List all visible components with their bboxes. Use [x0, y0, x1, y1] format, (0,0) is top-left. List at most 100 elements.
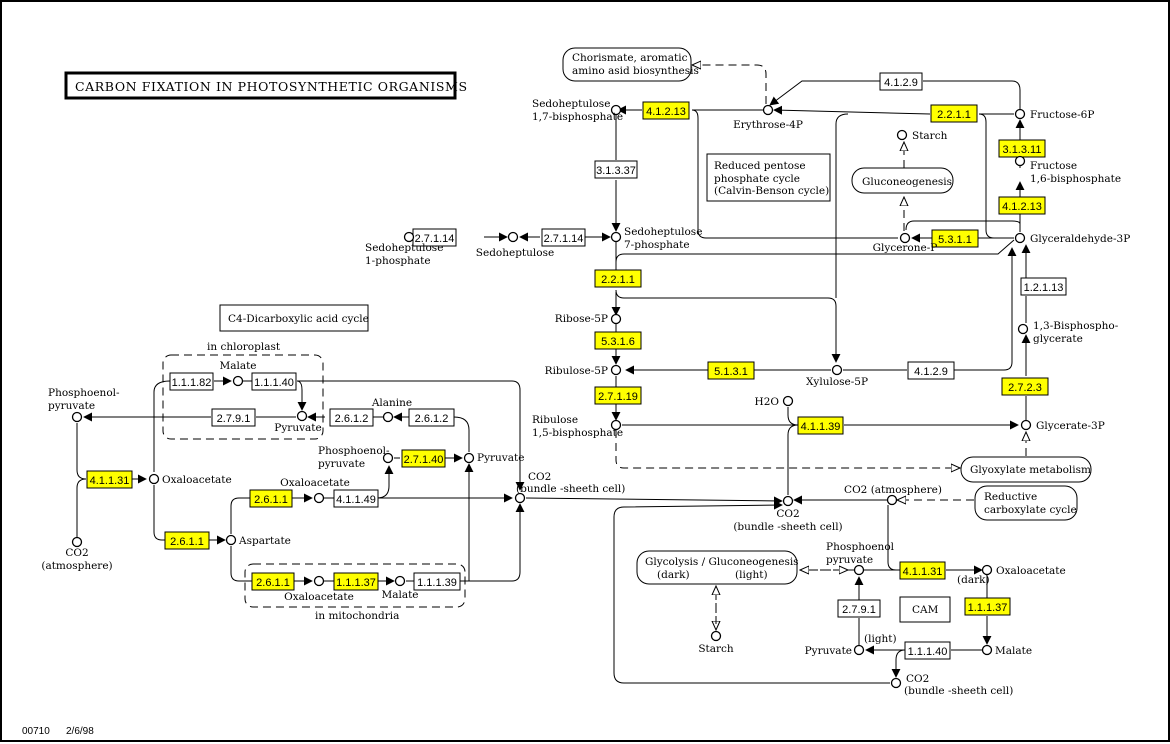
- enzyme-box: [707, 361, 755, 380]
- enzyme-2-7-1-14[interactable]: 2.7.1.14: [412, 228, 457, 247]
- compound-pyr3[interactable]: Pyruvate: [805, 644, 865, 657]
- enzyme-5-3-1-6[interactable]: 5.3.1.6: [594, 331, 642, 350]
- enzyme-2-2-1-1[interactable]: 2.2.1.1: [594, 269, 642, 288]
- enzyme-2-7-1-40[interactable]: 2.7.1.40: [401, 449, 446, 468]
- enzyme-1-1-1-40[interactable]: 1.1.1.40: [251, 372, 297, 391]
- enzyme-2-7-2-3[interactable]: 2.7.2.3: [1001, 377, 1049, 396]
- enzyme-box: [931, 229, 979, 248]
- map-link-chorismate[interactable]: Chorismate, aromatic amino asid biosynth…: [562, 47, 699, 82]
- enzyme-5-1-3-1[interactable]: 5.1.3.1: [707, 361, 755, 380]
- enzyme-4-1-2-9[interactable]: 4.1.2.9: [907, 361, 955, 380]
- compound-pep1[interactable]: Phosphoenol-pyruvate: [48, 387, 120, 423]
- enzyme-box: [86, 470, 133, 489]
- enzyme-2-7-1-19[interactable]: 2.7.1.19: [594, 386, 642, 405]
- map-link-gluconeogenesis[interactable]: Gluconeogenesis: [851, 167, 954, 194]
- compound-dhap[interactable]: Glycerone-P: [873, 232, 938, 255]
- map-link-glyoxylate[interactable]: Glyoxylate metabolism: [960, 456, 1092, 483]
- enzyme-2-7-9-1[interactable]: 2.7.9.1: [211, 408, 256, 427]
- compound-node: [610, 313, 622, 325]
- compound-r5p[interactable]: Ribose-5P: [555, 313, 622, 325]
- compound-pga[interactable]: Glycerate-3P: [1020, 419, 1105, 432]
- compound-label: CO2: [906, 673, 929, 685]
- compound-pep2[interactable]: Phosphoenol-pyruvate: [318, 445, 394, 470]
- compound-node: [382, 411, 394, 423]
- enzyme-2-6-1-1[interactable]: 2.6.1.1: [164, 531, 210, 550]
- enzyme-box: [1020, 277, 1067, 296]
- enzyme-4-1-1-49[interactable]: 4.1.1.49: [333, 489, 379, 508]
- enzyme-label: 2.6.1.2: [415, 413, 449, 425]
- compound-mal1[interactable]: Malate: [219, 360, 257, 387]
- compound-bpg[interactable]: 1,3-Bisphospho-glycerate: [1017, 320, 1119, 345]
- enzyme-4-1-1-31[interactable]: 4.1.1.31: [899, 561, 946, 580]
- map-link-reductive-carboxylate[interactable]: Reductive carboxylate cycle: [974, 485, 1078, 521]
- enzyme-2-2-1-1[interactable]: 2.2.1.1: [930, 104, 978, 123]
- compound-pyr1[interactable]: Pyruvate: [274, 410, 322, 435]
- compound-co2bs1[interactable]: CO2(bundle -sheeth cell): [514, 471, 626, 504]
- enzyme-3-1-3-37[interactable]: 3.1.3.37: [594, 160, 638, 179]
- compound-ala[interactable]: Alanine: [371, 397, 412, 423]
- calvin-label-line3: (Calvin-Benson cycle): [714, 185, 829, 197]
- compound-label: Erythrose-4P: [733, 119, 803, 131]
- compound-co2bs3[interactable]: CO2(bundle -sheeth cell): [890, 673, 1014, 697]
- enzyme-label: 1.1.1.82: [172, 377, 212, 389]
- compound-pyr2[interactable]: Pyruvate: [463, 452, 525, 464]
- enzyme-label: 2.7.9.1: [842, 604, 876, 616]
- enzyme-2-7-9-1[interactable]: 2.7.9.1: [837, 599, 881, 618]
- enzyme-1-1-1-82[interactable]: 1.1.1.82: [169, 372, 214, 391]
- enzyme-4-1-1-31[interactable]: 4.1.1.31: [86, 470, 133, 489]
- compound-asp[interactable]: Aspartate: [225, 534, 291, 547]
- compound-h2o[interactable]: H2O: [755, 395, 794, 408]
- enzyme-1-1-1-37[interactable]: 1.1.1.37: [333, 572, 379, 591]
- compound-xu5p[interactable]: Xylulose-5P: [806, 364, 868, 389]
- enzyme-2-6-1-2[interactable]: 2.6.1.2: [408, 408, 455, 427]
- enzyme-2-6-1-2[interactable]: 2.6.1.2: [329, 408, 374, 427]
- compound-f6p[interactable]: Fructose-6P: [1014, 108, 1095, 121]
- enzyme-4-1-2-13[interactable]: 4.1.2.13: [998, 196, 1046, 215]
- compound-co2atm2[interactable]: CO2 (atmosphere): [844, 484, 942, 506]
- enzyme-label: 4.1.2.13: [1002, 201, 1042, 213]
- enzyme-2-6-1-1[interactable]: 2.6.1.1: [251, 572, 295, 591]
- compound-label: Xylulose-5P: [806, 376, 868, 388]
- enzyme-label: 2.7.2.3: [1008, 382, 1042, 394]
- map-link-glycolysis[interactable]: Glycolysis / Gluconeogenesis (dark) (lig…: [636, 550, 799, 585]
- enzyme-1-1-1-40[interactable]: 1.1.1.40: [904, 641, 951, 660]
- compound-oaa4[interactable]: Oxaloacetate: [981, 564, 1066, 577]
- enzyme-4-1-2-13[interactable]: 4.1.2.13: [642, 101, 690, 120]
- compound-starch2[interactable]: Starch: [698, 630, 734, 656]
- compound-co2atm1[interactable]: CO2(atmosphere): [41, 536, 113, 573]
- compound-g3p[interactable]: Glyceraldehyde-3P: [1014, 232, 1131, 245]
- enzyme-5-3-1-1[interactable]: 5.3.1.1: [931, 229, 979, 248]
- compound-sedo[interactable]: Sedoheptulose: [476, 231, 554, 260]
- compound-label: H2O: [755, 396, 780, 408]
- compound-co2bs2[interactable]: CO2(bundle -sheeth cell): [733, 495, 843, 534]
- enzyme-1-1-1-39[interactable]: 1.1.1.39: [413, 572, 461, 591]
- enzyme-1-2-1-13[interactable]: 1.2.1.13: [1020, 277, 1067, 296]
- compound-oaa1[interactable]: Oxaloacetate: [148, 473, 232, 486]
- compound-node: [896, 129, 908, 141]
- compound-oaa3[interactable]: Oxaloacetate: [284, 575, 354, 604]
- compound-label: CO2: [776, 508, 799, 520]
- enzyme-4-1-1-39[interactable]: 4.1.1.39: [797, 416, 844, 435]
- calvin-label-line2: phosphate cycle: [714, 173, 800, 185]
- enzyme-4-1-2-9[interactable]: 4.1.2.9: [879, 72, 923, 91]
- enzyme-2-7-1-14[interactable]: 2.7.1.14: [541, 228, 586, 247]
- compound-ru5p[interactable]: Ribulose-5P: [545, 364, 622, 377]
- enzyme-label: 2.7.1.14: [544, 233, 584, 245]
- compound-e4p[interactable]: Erythrose-4P: [733, 104, 803, 132]
- compound-oaa2[interactable]: Oxaloacetate: [280, 477, 350, 504]
- map-link-glycolysis-line1: Glycolysis / Gluconeogenesis: [645, 556, 799, 568]
- enzyme-label: 4.1.1.31: [90, 475, 130, 487]
- compound-mal3[interactable]: Malate: [981, 644, 1033, 657]
- compound-starch1[interactable]: Starch: [896, 129, 948, 142]
- enzyme-2-6-1-1[interactable]: 2.6.1.1: [249, 489, 293, 508]
- enzyme-3-1-3-11[interactable]: 3.1.3.11: [998, 139, 1046, 158]
- compound-mal2[interactable]: Malate: [381, 575, 419, 602]
- enzyme-1-1-1-37[interactable]: 1.1.1.37: [964, 597, 1011, 616]
- map-id: 00710: [22, 726, 50, 737]
